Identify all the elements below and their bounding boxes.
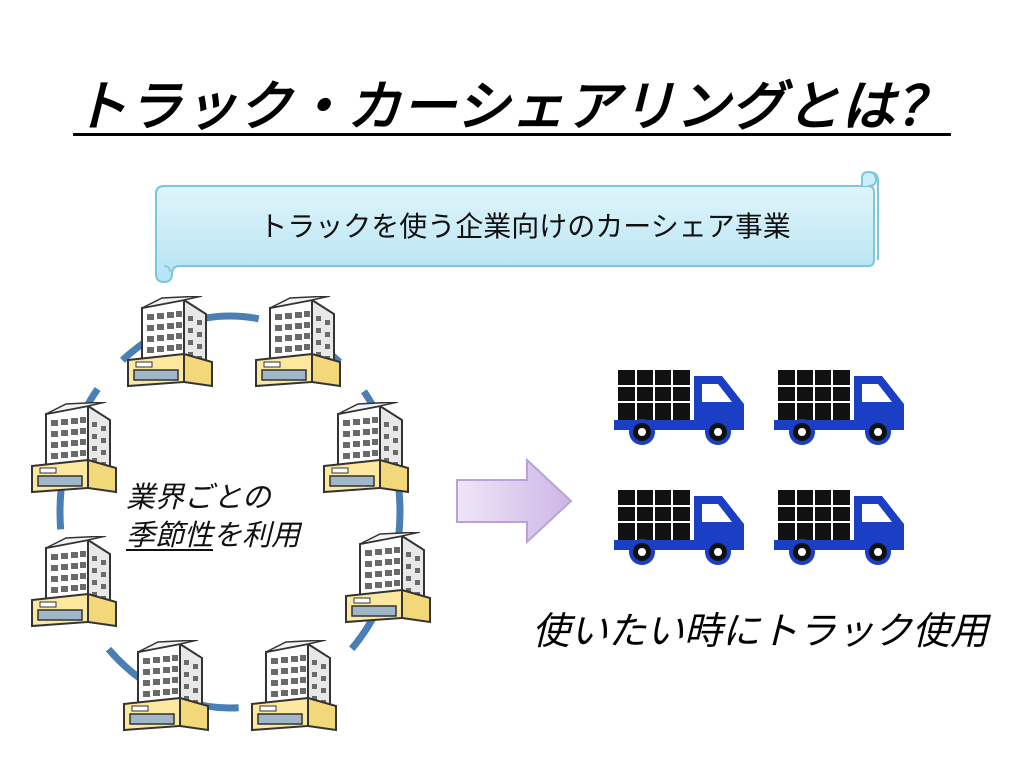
cycle-label-line2: 季節性を利用 bbox=[126, 512, 300, 554]
seasonality-text: 季節性 bbox=[126, 518, 214, 552]
cargo-truck-icon bbox=[774, 489, 905, 566]
cargo-truck-icon bbox=[774, 369, 905, 446]
office-building-icon bbox=[323, 402, 409, 493]
office-building-icon bbox=[251, 640, 337, 731]
office-building-icon bbox=[127, 296, 213, 387]
office-building-icon bbox=[31, 402, 117, 493]
office-building-icon bbox=[123, 640, 209, 731]
scroll-banner bbox=[155, 170, 879, 284]
office-building-icon bbox=[31, 536, 117, 627]
cycle-ring bbox=[56, 312, 404, 712]
banner-text: トラックを使う企業向けのカーシェア事業 bbox=[259, 210, 791, 243]
page-title: トラック・カーシェアリングとは？ bbox=[0, 62, 1024, 141]
office-building-icon bbox=[255, 296, 341, 387]
cycle-label-rest: を利用 bbox=[213, 518, 301, 552]
cargo-truck-icon bbox=[614, 369, 745, 446]
truck-caption: 使いたい時にトラック使用 bbox=[531, 609, 988, 653]
office-building-icon bbox=[345, 532, 431, 623]
right-arrow-icon bbox=[456, 458, 573, 544]
cargo-truck-icon bbox=[614, 489, 745, 566]
page-title-text: トラック・カーシェアリングとは？ bbox=[73, 75, 951, 138]
cycle-label-line1: 業界ごとの bbox=[126, 480, 271, 514]
